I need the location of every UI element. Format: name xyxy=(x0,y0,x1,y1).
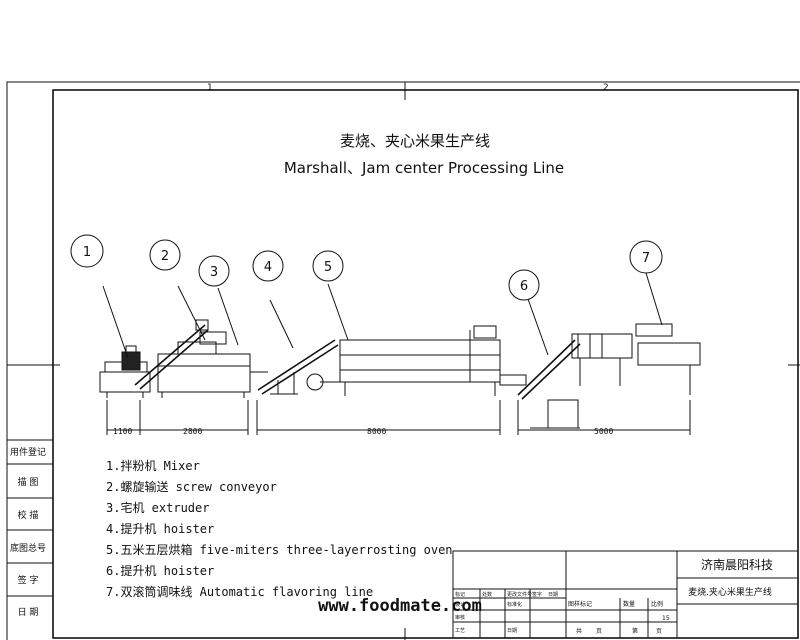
svg-text:3: 3 xyxy=(210,265,218,280)
meta-label: 图样标记 xyxy=(568,600,592,608)
callout-4: 4 xyxy=(252,250,284,282)
flavoring-line-machine xyxy=(571,323,701,395)
dimension-2800: 2800 xyxy=(183,427,202,436)
title-block-label: 标准化 xyxy=(507,601,522,608)
callout-3: 3 xyxy=(198,255,230,287)
equipment-legend: 1.拌粉机 Mixer 2.螺旋输送 screw conveyor 3.宅机 e… xyxy=(106,458,453,599)
meta-label: 比例 xyxy=(651,600,663,608)
callout-2: 2 xyxy=(149,239,181,271)
meta-label: 页 xyxy=(656,628,662,635)
drawing-name: 麦烧.夹心米果生产线 xyxy=(688,586,772,598)
title-block: 济南晨阳科技 麦烧.夹心米果生产线 标记 处数 更改文件号 签字 日期 设计 标… xyxy=(452,550,799,639)
legend-item: 3.宅机 extruder xyxy=(106,500,209,515)
leader-lines xyxy=(102,272,663,359)
svg-text:1: 1 xyxy=(83,245,91,260)
svg-text:4: 4 xyxy=(264,260,272,275)
title-block-label: 标记 xyxy=(455,591,465,598)
zone-mark-2: 2 xyxy=(603,83,609,93)
oven-machine xyxy=(320,325,501,396)
side-label: 日 期 xyxy=(18,607,39,618)
legend-item: 5.五米五层烘箱 five-miters three-layerrosting … xyxy=(106,542,453,557)
side-label: 底图总号 xyxy=(10,542,46,554)
svg-text:6: 6 xyxy=(520,279,528,294)
legend-item: 7.双滚筒调味线 Automatic flavoring line xyxy=(106,584,373,599)
title-block-label: 处数 xyxy=(482,591,492,598)
title-block-label: 签字 xyxy=(532,591,542,598)
title-english: Marshall、Jam center Processing Line xyxy=(284,159,564,177)
svg-text:5: 5 xyxy=(324,260,332,275)
dimension-1100: 1100 xyxy=(113,427,132,436)
dimension-lines xyxy=(106,400,691,435)
title-block-label: 审核 xyxy=(455,614,465,621)
title-block-label: 日期 xyxy=(507,628,517,634)
watermark-text: www.foodmate.com xyxy=(318,596,482,616)
inner-frame xyxy=(52,89,799,639)
title-block-label: 更改文件号 xyxy=(507,591,532,598)
legend-item: 1.拌粉机 Mixer xyxy=(106,458,200,473)
meta-label: 数量 xyxy=(623,600,635,608)
legend-item: 4.提升机 hoister xyxy=(106,521,214,536)
mixer-machine xyxy=(99,345,151,398)
legend-item: 2.螺旋输送 screw conveyor xyxy=(106,479,277,494)
title-block-label: 设计 xyxy=(455,601,465,608)
extruder-machine xyxy=(157,331,268,398)
outer-frame xyxy=(6,81,800,640)
company-name: 济南晨阳科技 xyxy=(701,557,773,572)
title-block-label: 日期 xyxy=(548,592,558,598)
meta-label: 第 xyxy=(632,627,638,635)
screw-conveyor xyxy=(134,319,209,390)
title-block-label: 工艺 xyxy=(455,628,465,634)
dimension-5000: 5000 xyxy=(594,427,613,436)
hoister-machine xyxy=(257,339,339,395)
second-hoister-machine xyxy=(499,339,581,429)
meta-label: 共 xyxy=(576,627,582,635)
callout-5: 5 xyxy=(312,250,344,282)
meta-label: 页 xyxy=(596,628,602,635)
svg-text:7: 7 xyxy=(642,251,650,266)
scale-value: 15 xyxy=(662,615,670,622)
side-label: 描 图 xyxy=(18,476,39,488)
equipment-drawing xyxy=(99,319,701,429)
side-strip: 用件登记 描 图 校 描 底图总号 签 字 日 期 xyxy=(7,439,53,618)
svg-text:2: 2 xyxy=(161,249,169,264)
side-label: 签 字 xyxy=(18,574,39,586)
side-label: 用件登记 xyxy=(10,446,46,458)
callout-6: 6 xyxy=(508,269,540,301)
callout-7: 7 xyxy=(629,240,663,274)
callout-1: 1 xyxy=(70,234,104,268)
legend-item: 6.提升机 hoister xyxy=(106,563,214,578)
title-chinese: 麦烧、夹心米果生产线 xyxy=(340,132,490,150)
dimension-8000: 8000 xyxy=(367,427,386,436)
side-label: 校 描 xyxy=(18,509,39,521)
zone-mark-1: 1 xyxy=(207,83,213,93)
